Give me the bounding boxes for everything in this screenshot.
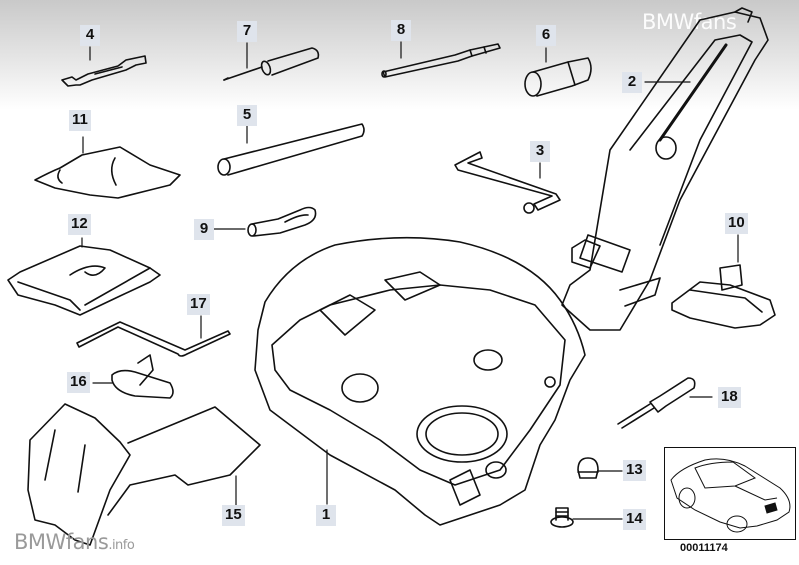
watermark-bottom-suffix: .info xyxy=(108,538,135,553)
strap-icon xyxy=(111,354,174,399)
diagram-code: 00011174 xyxy=(680,542,728,554)
towing-eye-icon xyxy=(247,206,317,237)
car-outline-icon xyxy=(670,458,791,533)
part-label-13[interactable]: 13 xyxy=(623,460,646,481)
leader-lines xyxy=(81,41,739,520)
hex-key-icon xyxy=(76,321,231,357)
socket-icon xyxy=(524,57,592,97)
cap-nut-icon xyxy=(577,457,599,479)
wheel-wrench-icon xyxy=(454,151,561,214)
tool-tray-icon xyxy=(254,236,586,526)
part-label-14[interactable]: 14 xyxy=(623,509,646,530)
watermark-top: BMWfans xyxy=(642,10,737,34)
screw-icon xyxy=(550,507,574,528)
part-label-8[interactable]: 8 xyxy=(391,20,411,41)
vehicle-location-inset xyxy=(664,447,796,540)
part-label-17[interactable]: 17 xyxy=(187,294,210,315)
part-label-7[interactable]: 7 xyxy=(237,21,257,42)
box-spanner-icon xyxy=(217,123,365,176)
watermark-bottom: BMWfans.info xyxy=(14,530,135,554)
screwdriver-icon xyxy=(223,47,320,81)
part-label-15[interactable]: 15 xyxy=(222,505,245,526)
watermark-bottom-text: BMWfans xyxy=(14,530,109,554)
part-label-18[interactable]: 18 xyxy=(718,387,741,408)
wheel-chock-icon xyxy=(27,403,261,546)
part-label-9[interactable]: 9 xyxy=(194,219,214,240)
screwdriver-small-icon xyxy=(617,377,696,429)
part-label-5[interactable]: 5 xyxy=(237,105,257,126)
part-label-6[interactable]: 6 xyxy=(536,25,556,46)
part-label-3[interactable]: 3 xyxy=(530,141,550,162)
part-label-1[interactable]: 1 xyxy=(316,505,336,526)
jack-icon xyxy=(561,7,769,331)
part-label-10[interactable]: 10 xyxy=(725,213,748,234)
wrench-icon xyxy=(61,55,147,87)
part-label-11[interactable]: 11 xyxy=(69,110,91,131)
tommy-bar-icon xyxy=(381,43,501,78)
part-label-12[interactable]: 12 xyxy=(68,214,91,235)
part-label-16[interactable]: 16 xyxy=(67,372,90,393)
tool-bag-icon xyxy=(7,245,161,316)
part-label-4[interactable]: 4 xyxy=(80,25,100,46)
cloth-icon xyxy=(34,146,181,199)
part-label-2[interactable]: 2 xyxy=(622,72,642,93)
holder-icon xyxy=(671,264,776,329)
